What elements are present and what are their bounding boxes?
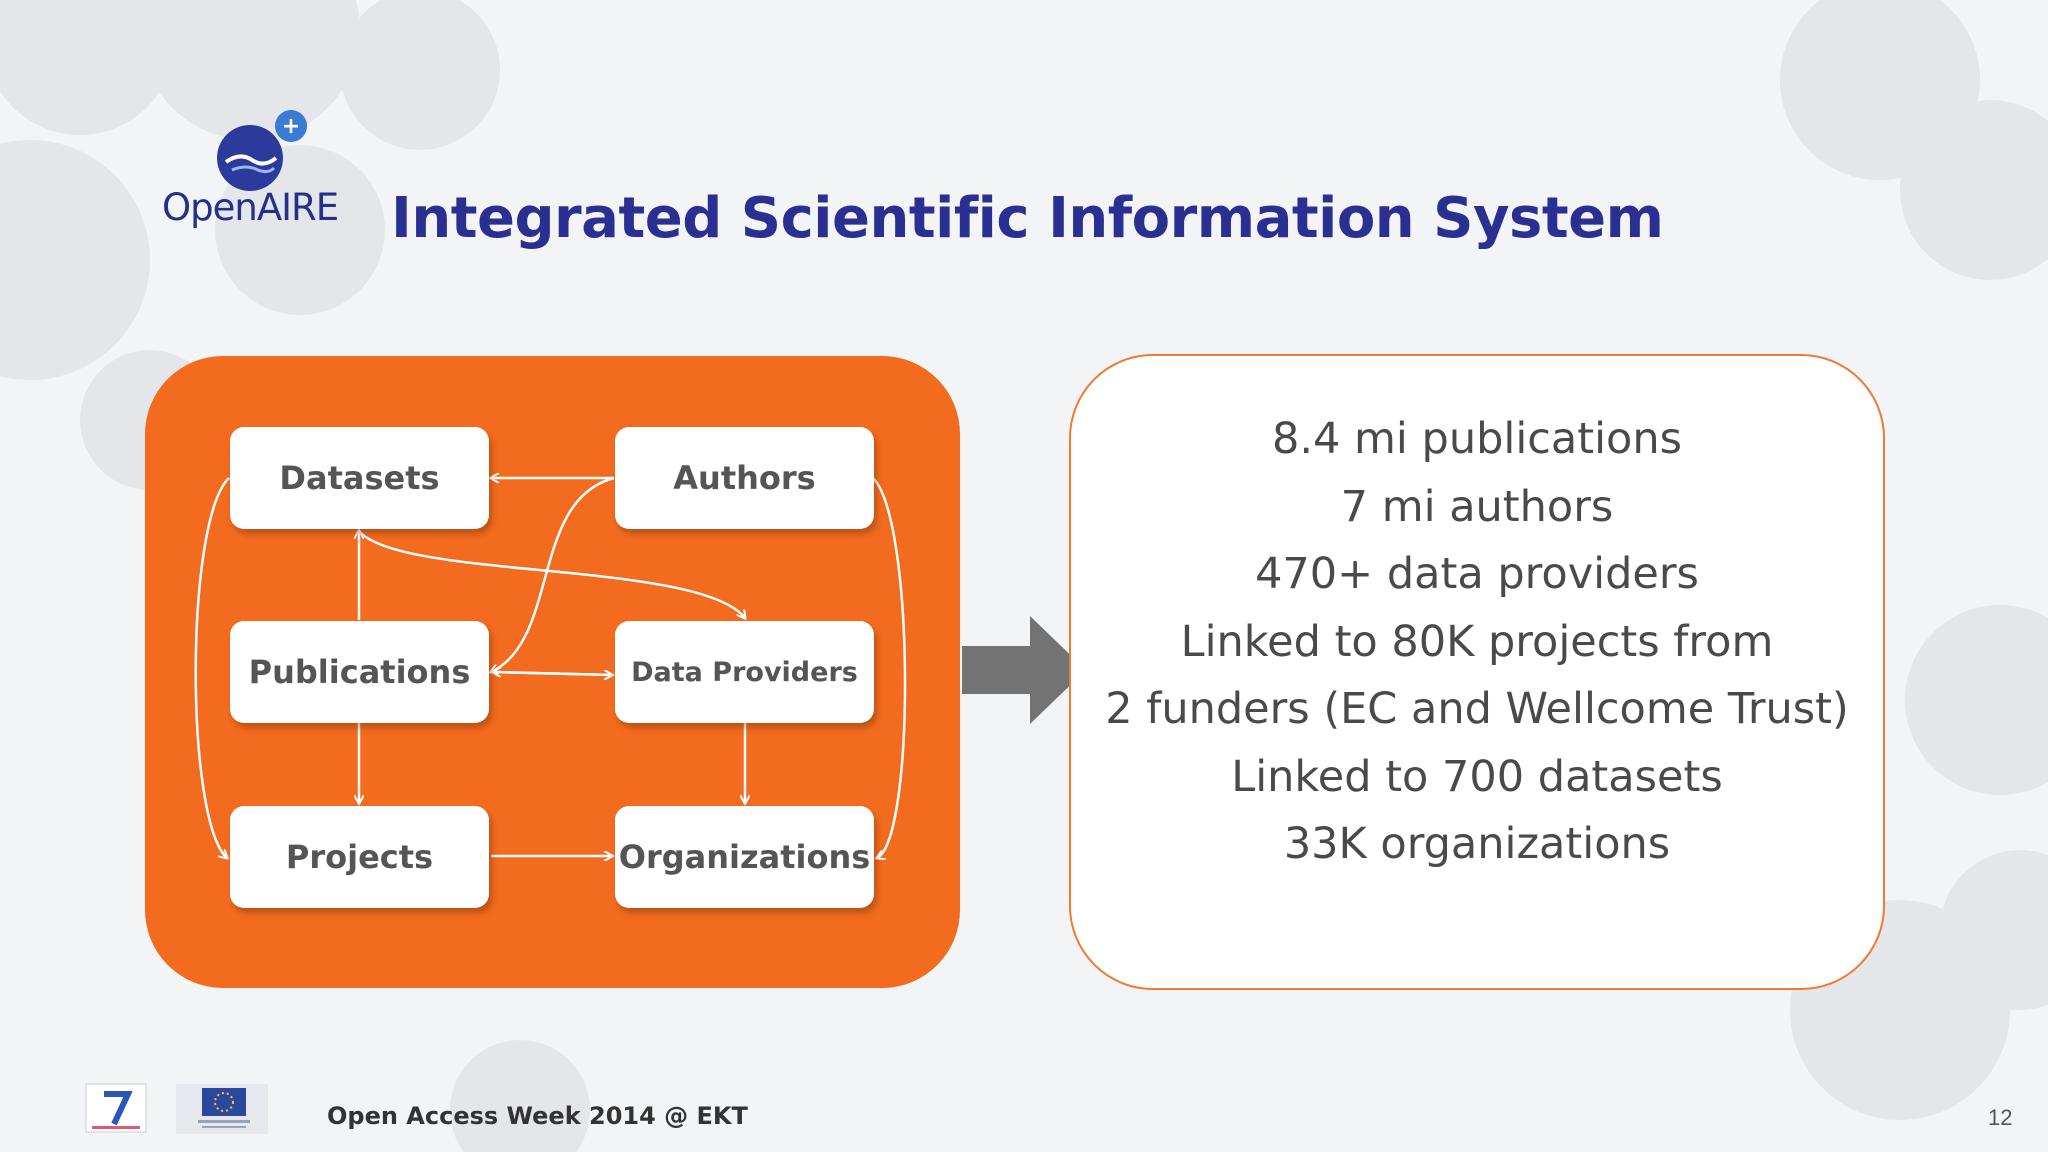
right-arrow-icon xyxy=(962,616,1086,724)
stat-item: 470+ data providers xyxy=(1255,549,1699,599)
stat-item: Linked to 80K projects from xyxy=(1180,616,1774,667)
footer-event: Open Access Week 2014 @ EKT xyxy=(327,1102,748,1130)
stats-panel: 8.4 mi publications 7 mi authors 470+ da… xyxy=(1069,354,1885,990)
stats-list: 8.4 mi publications 7 mi authors 470+ da… xyxy=(1071,406,1883,879)
eu-commission-logo xyxy=(176,1084,268,1134)
stat-item: 8.4 mi publications xyxy=(1271,414,1683,464)
stat-item: Linked to 700 datasets xyxy=(1231,751,1723,802)
stat-item: 7 mi authors xyxy=(1340,481,1614,532)
node-publications: Publications xyxy=(230,621,489,723)
openaire-logo: + xyxy=(217,110,307,191)
node-organizations: Organizations xyxy=(615,806,874,908)
stat-item: 2 funders (EC and Wellcome Trust) xyxy=(1105,684,1849,734)
stat-item: 33K organizations xyxy=(1283,819,1671,869)
node-datasets: Datasets xyxy=(230,427,489,529)
node-projects: Projects xyxy=(230,806,489,908)
node-authors: Authors xyxy=(615,427,874,529)
logo-text: OpenAIRE xyxy=(162,186,339,229)
node-data-providers: Data Providers xyxy=(615,621,874,723)
slide-title: Integrated Scientific Information System xyxy=(391,186,1664,251)
logo-plus: + xyxy=(282,114,300,139)
funder-logos xyxy=(85,1083,268,1134)
page-number: 12 xyxy=(1988,1105,2013,1130)
fp7-logo xyxy=(85,1083,147,1133)
